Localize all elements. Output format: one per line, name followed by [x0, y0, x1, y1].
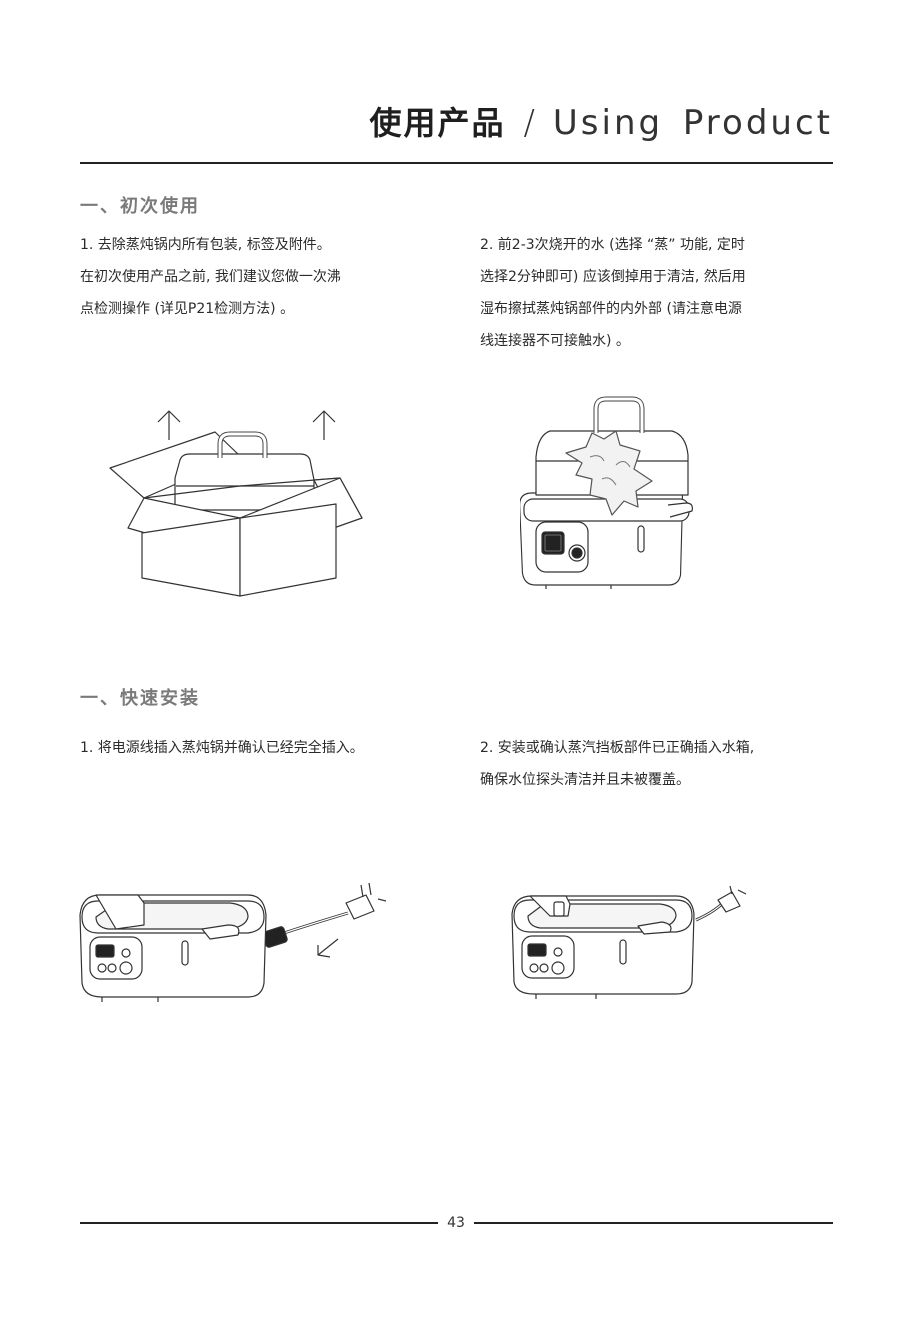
- step-text-install-baffle: 2. 安装或确认蒸汽挡板部件已正确插入水箱, 确保水位探头清洁并且未被覆盖。: [480, 732, 754, 796]
- step-line: 2. 安装或确认蒸汽挡板部件已正确插入水箱,: [480, 732, 754, 764]
- arrow-up-icon: [313, 411, 335, 440]
- step-line: 线连接器不可接触水) 。: [480, 325, 746, 357]
- step-line: 在初次使用产品之前, 我们建议您做一次沸: [80, 261, 341, 293]
- page-number: 43: [436, 1215, 476, 1231]
- section-heading-first-use: 一、初次使用: [80, 192, 200, 218]
- steam-baffle-illustration: [510, 882, 750, 1002]
- step-text-first-boil: 2. 前2-3次烧开的水 (选择 “蒸” 功能, 定时 选择2分钟即可) 应该倒…: [480, 229, 746, 357]
- footer-divider-left: [80, 1222, 438, 1224]
- header-divider: [80, 162, 833, 164]
- arrow-up-icon: [158, 411, 180, 440]
- page-title-separator: /: [523, 103, 534, 143]
- step-line: 选择2分钟即可) 应该倒掉用于清洁, 然后用: [480, 261, 746, 293]
- step-line: 1. 将电源线插入蒸炖锅并确认已经完全插入。: [80, 732, 364, 764]
- box-unpacking-illustration: [100, 400, 370, 600]
- step-line: 2. 前2-3次烧开的水 (选择 “蒸” 功能, 定时: [480, 229, 746, 261]
- section-heading-quick-install: 一、快速安装: [80, 684, 200, 710]
- arrow-down-left-icon: [318, 939, 338, 957]
- step-line: 点检测操作 (详见P21检测方法) 。: [80, 293, 341, 325]
- plug-power-cord-illustration: [78, 875, 388, 1005]
- step-line: 确保水位探头清洁并且未被覆盖。: [480, 764, 754, 796]
- page-title-chinese: 使用产品: [369, 98, 505, 144]
- page-title: 使用产品 / Using Product: [369, 98, 833, 144]
- step-line: 湿布擦拭蒸炖锅部件的内外部 (请注意电源: [480, 293, 746, 325]
- step-text-plug-cord: 1. 将电源线插入蒸炖锅并确认已经完全插入。: [80, 732, 364, 764]
- page-title-english: Using Product: [553, 103, 833, 143]
- step-text-remove-packaging: 1. 去除蒸炖锅内所有包装, 标签及附件。 在初次使用产品之前, 我们建议您做一…: [80, 229, 341, 325]
- wipe-cooker-illustration: [520, 395, 700, 595]
- step-line: 1. 去除蒸炖锅内所有包装, 标签及附件。: [80, 229, 341, 261]
- footer-divider-right: [474, 1222, 833, 1224]
